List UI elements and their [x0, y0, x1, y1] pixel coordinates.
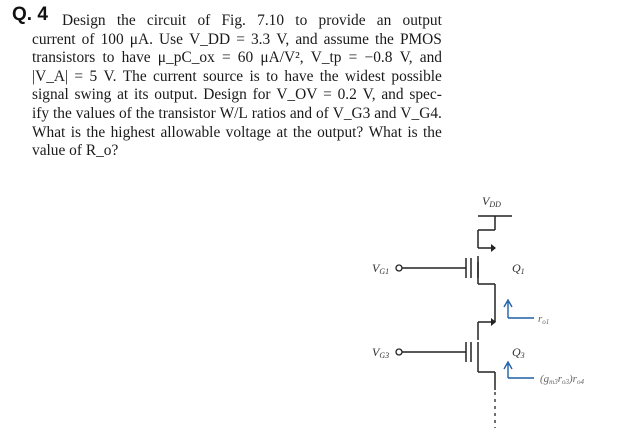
q3-gate-terminal — [395, 348, 403, 356]
q3-source-arrow — [491, 318, 496, 326]
question-line-8: value of R_o? — [32, 142, 119, 160]
q1-label: Q1 — [512, 261, 525, 276]
q1-gate-terminal — [395, 264, 403, 272]
rout-label: (gm3ro3)ro4 — [540, 373, 584, 386]
question-number: Q. 4 — [12, 4, 48, 25]
q1-source-arrow — [491, 244, 496, 252]
q3-label: Q3 — [512, 345, 525, 360]
ro1-label: ro1 — [538, 313, 549, 326]
ro1-arrow — [503, 298, 534, 319]
rout-arrow — [503, 360, 534, 379]
vg3-label: VG3 — [372, 345, 389, 360]
vdd-label: VDD — [482, 194, 501, 209]
vg1-label: VG1 — [372, 261, 389, 276]
